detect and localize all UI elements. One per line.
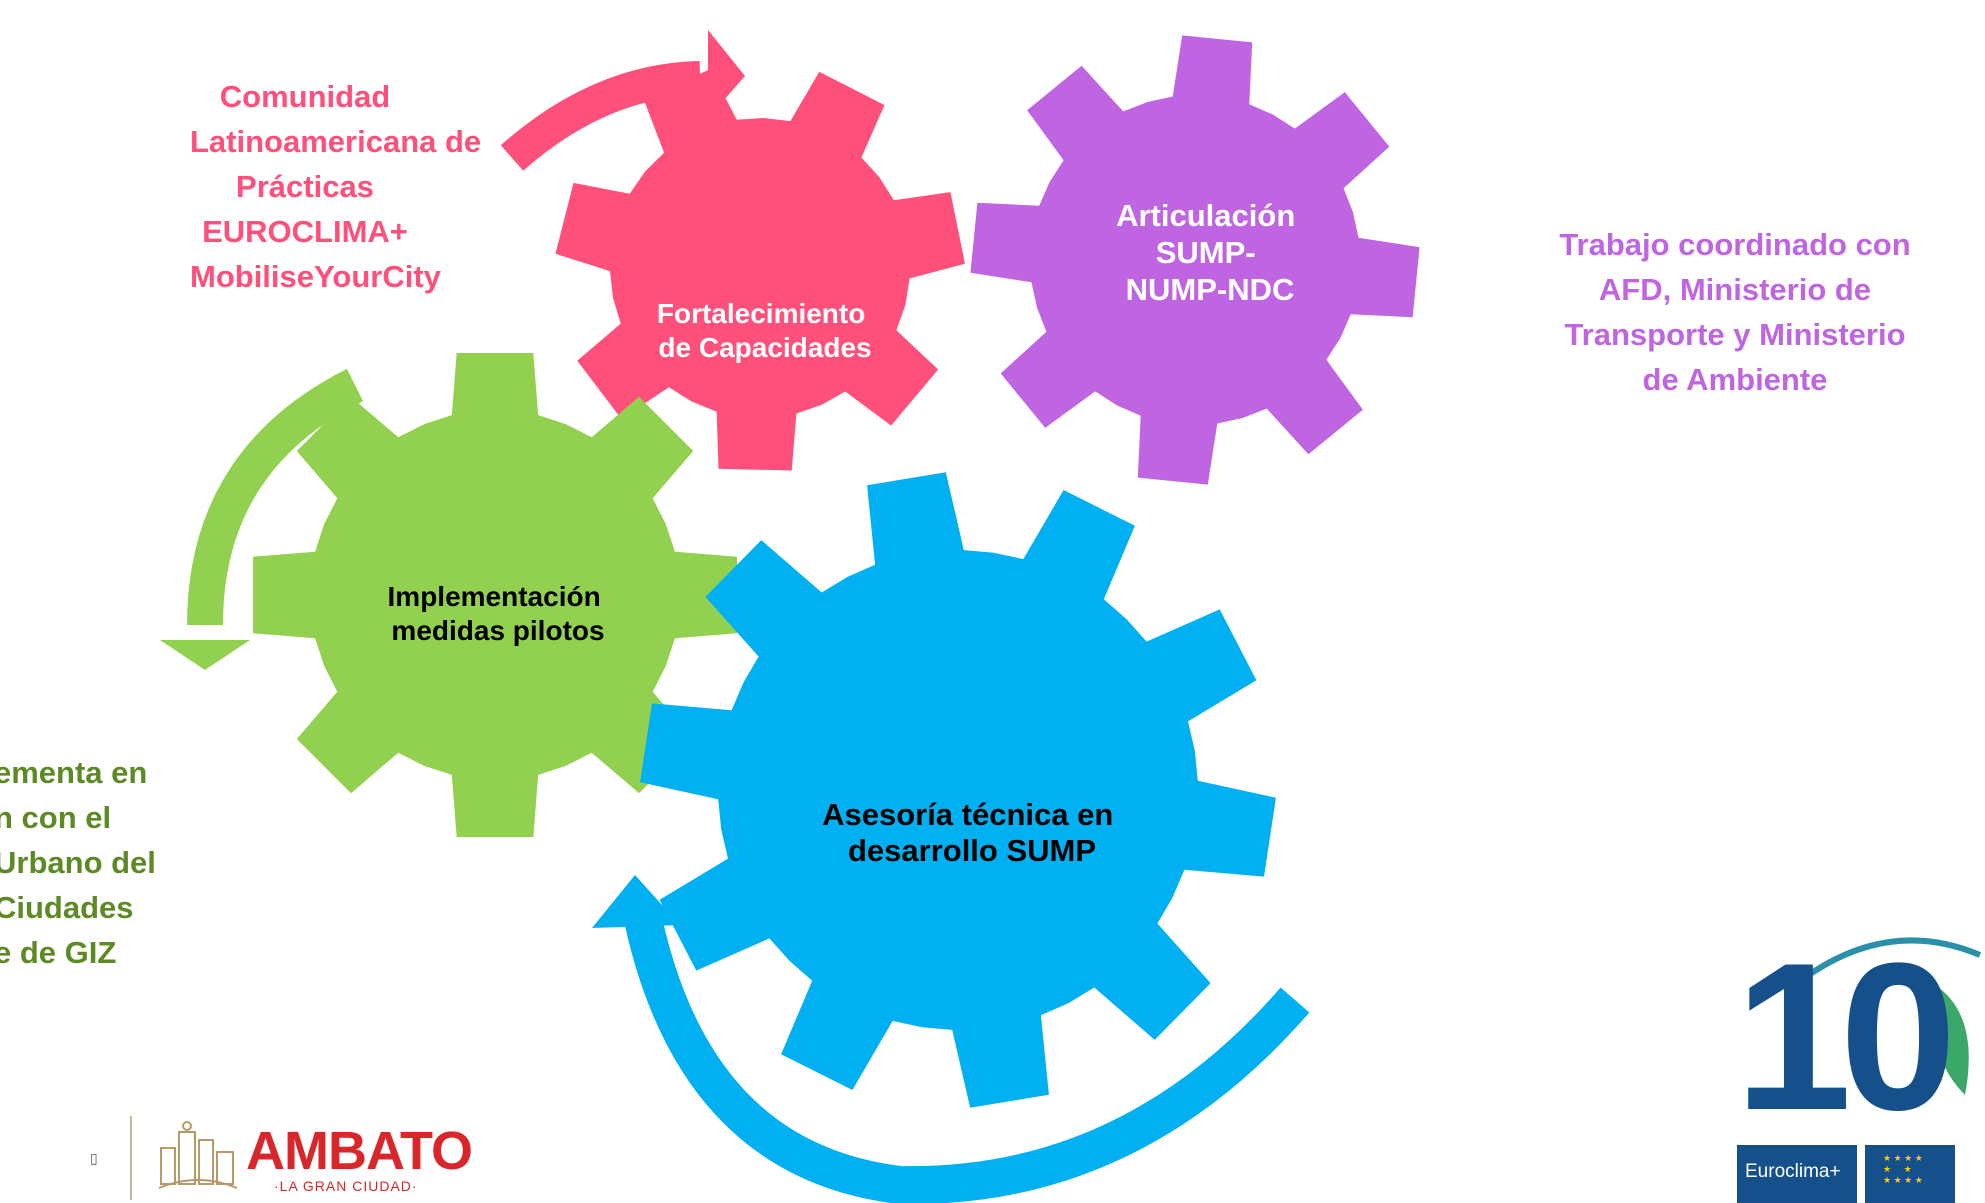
gear-label-advisory: Asesoría técnica en desarrollo SUMP [822, 797, 1122, 868]
logo-divider [130, 1116, 132, 1200]
ambato-logo: ▯ AMBATO ·LA GRAN CIUDAD· [90, 1110, 490, 1200]
note-giz-implementation: ementa en n con el Urbano del Ciudades e… [0, 755, 156, 970]
gear-label-articulation: Articulación SUMP- NUMP-NDC [1116, 198, 1304, 307]
eu-flag-icon: ★ ★ ★ ★★ ★★ ★ ★ ★ [1865, 1145, 1955, 1203]
gear-advisory [640, 472, 1276, 1108]
leaf-icon [1793, 937, 1982, 1095]
city-skyline-icon [158, 1121, 238, 1189]
note-coordinated-work: Trabajo coordinado con AFD, Ministerio d… [1559, 227, 1911, 397]
ambato-tagline: ·LA GRAN CIUDAD· [274, 1178, 418, 1194]
anniversary-number: 10 [1735, 919, 1957, 1154]
euroclima-anniversary-logo: 10 Euroclima+ ★ ★ ★ ★★ ★★ ★ ★ ★ [1735, 925, 1985, 1203]
note-community-practices: Comunidad Latinoamericana de Prácticas E… [190, 79, 482, 294]
blue-curved-arrow [592, 875, 1310, 1203]
eu-stars: ★ ★ ★ ★★ ★★ ★ ★ ★ [1883, 1153, 1923, 1185]
gear-strengthening [555, 69, 965, 471]
euroclima-badge: Euroclima+ [1737, 1145, 1857, 1203]
gear-label-strengthening: Fortalecimiento de Capacidades [657, 298, 873, 363]
gear-pilots [253, 353, 737, 837]
gear-articulation [970, 35, 1420, 485]
green-curved-arrow [160, 368, 364, 670]
partial-logo-mark: ▯ [90, 1150, 98, 1166]
ambato-wordmark: AMBATO [246, 1121, 473, 1181]
euroclima-label: Euroclima+ [1745, 1161, 1841, 1182]
gear-label-pilots: Implementación medidas pilotos [388, 581, 609, 646]
